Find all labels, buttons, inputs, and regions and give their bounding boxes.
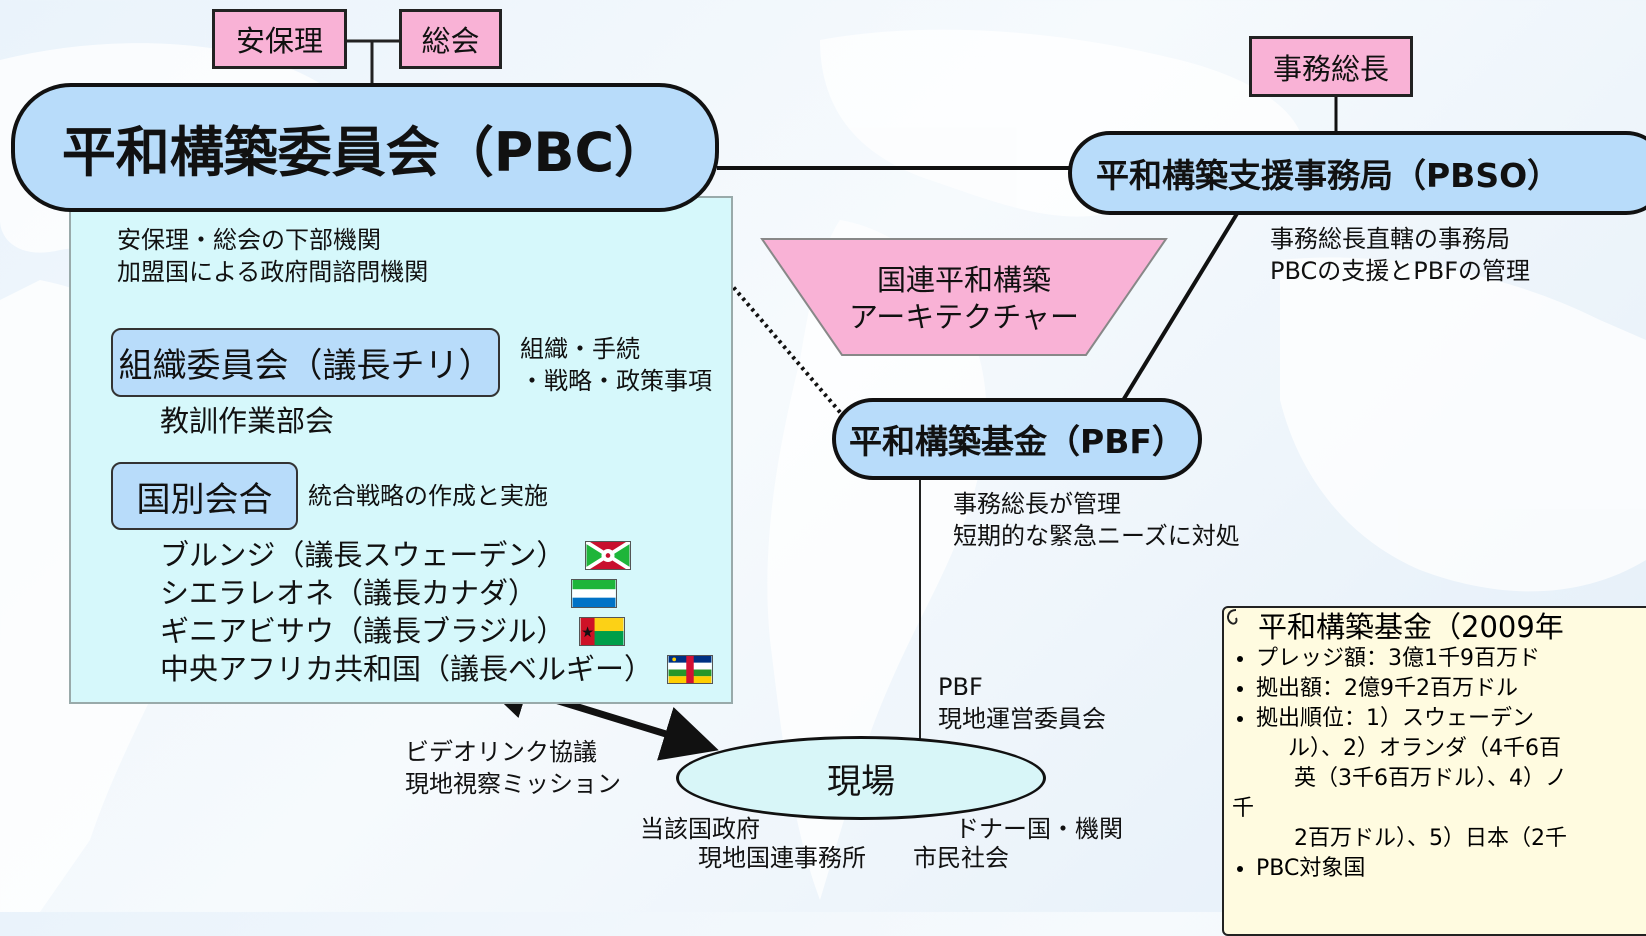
field-donors: ドナー国・機関 <box>955 815 1123 843</box>
fund-box-list-2: PBC対象国 <box>1224 854 1646 884</box>
architecture-line-2: アーキテクチャー <box>849 300 1079 334</box>
organizational-committee-box: 組織委員会（議長チリ） <box>111 328 500 397</box>
sierra-leone-flag-icon <box>571 578 618 608</box>
fund-box-cont: 2百万ドル）、5）日本（2千 <box>1294 826 1567 851</box>
country-label: 中央アフリカ共和国（議長ベルギー） <box>160 651 654 686</box>
fund-box-cont: 千 <box>1232 796 1255 821</box>
fund-box-item: PBC対象国 <box>1256 854 1646 884</box>
country-list: ブルンジ（議長スウェーデン） シエラレオネ（議長カナダ） ギニアビサウ（議長ブラ… <box>160 536 714 688</box>
country-item: 中央アフリカ共和国（議長ベルギー） <box>160 650 714 688</box>
pbf-description: 事務総長が管理 短期的な緊急ニーズに対処 <box>953 488 1240 552</box>
video-line-1: ビデオリンク協議 <box>405 738 597 766</box>
scroll-curl-icon <box>1227 609 1238 625</box>
security-council-box: 安保理 <box>212 9 347 69</box>
fund-box-title: 平和構築基金（2009年 <box>1258 610 1564 644</box>
country-label: シエラレオネ（議長カナダ） <box>160 575 538 610</box>
org-note-line-1: 組織・手続 <box>520 335 640 363</box>
fund-box-cont: 英（3千6百万ドル）、4）ノ <box>1294 766 1567 791</box>
country-meetings-box: 国別会合 <box>111 462 298 530</box>
country-label: ブルンジ（議長スウェーデン） <box>160 537 566 572</box>
architecture-line-1: 国連平和構築 <box>876 263 1051 297</box>
pbso-description: 事務総長直轄の事務局 PBCの支援とPBFの管理 <box>1270 223 1530 287</box>
field-civil-society: 市民社会 <box>913 844 1009 872</box>
guinea-bissau-flag-icon <box>579 616 626 646</box>
secretary-general-label: 事務総長 <box>1272 51 1389 86</box>
pbso-title: 平和構築支援事務局（PBSO） <box>1096 156 1561 195</box>
video-line-2: 現地視察ミッション <box>405 770 621 798</box>
architecture-trapezoid <box>760 238 1168 356</box>
country-item: ブルンジ（議長スウェーデン） <box>160 536 713 574</box>
lessons-learned-group: 教訓作業部会 <box>160 404 335 438</box>
field-ellipse: 現場 <box>676 736 1046 820</box>
pbc-title: 平和構築委員会（PBC） <box>61 121 669 184</box>
country-item: シエラレオネ（議長カナダ） <box>160 574 713 612</box>
secretary-general-box: 事務総長 <box>1249 36 1413 97</box>
field-un-office: 現地国連事務所 <box>698 844 866 872</box>
general-assembly-label: 総会 <box>421 24 480 58</box>
pbc-desc-line-2: 加盟国による政府間諮問機関 <box>117 258 429 286</box>
pbf-desc-line-1: 事務総長が管理 <box>953 490 1121 518</box>
pbf-local-committee: PBF 現地運営委員会 <box>938 671 1106 735</box>
video-link-text: ビデオリンク協議 現地視察ミッション <box>405 736 621 800</box>
country-meetings-note: 統合戦略の作成と実施 <box>308 482 548 510</box>
country-meetings-label: 国別会合 <box>136 479 273 520</box>
fund-box-item: プレッジ額：3億1千9百万ド <box>1256 644 1646 674</box>
architecture-label: 国連平和構築 アーキテクチャー <box>760 262 1168 336</box>
organizational-committee-label: 組織委員会（議長チリ） <box>118 346 493 386</box>
pbso-desc-line-2: PBCの支援とPBFの管理 <box>1270 257 1531 285</box>
fund-box-item: 拠出額：2億9千2百万ドル <box>1256 674 1646 704</box>
burundi-flag-icon <box>585 540 632 570</box>
field-government: 当該国政府 <box>640 815 760 843</box>
pbf-title: 平和構築基金（PBF） <box>849 422 1185 461</box>
pbf-desc-line-2: 短期的な緊急ニーズに対処 <box>953 522 1240 550</box>
fund-box-cont: ル）、2）オランダ（4千6百 <box>1288 736 1561 761</box>
pbso-pill: 平和構築支援事務局（PBSO） <box>1068 131 1646 215</box>
pbc-title-pill: 平和構築委員会（PBC） <box>11 83 719 212</box>
fund-info-box: 平和構築基金（2009年 プレッジ額：3億1千9百万ド 拠出額：2億9千2百万ド… <box>1222 606 1646 936</box>
country-label: ギニアビサウ（議長ブラジル） <box>160 613 566 648</box>
fund-box-list: プレッジ額：3億1千9百万ド 拠出額：2億9千2百万ドル 拠出順位：1）スウェー… <box>1224 644 1646 734</box>
security-council-label: 安保理 <box>235 24 323 58</box>
pbf-local-line-1: PBF <box>938 673 983 701</box>
org-note-line-2: ・戦略・政策事項 <box>520 367 712 395</box>
pbf-local-line-2: 現地運営委員会 <box>938 705 1106 733</box>
pbc-description: 安保理・総会の下部機関 加盟国による政府間諮問機関 <box>117 224 428 288</box>
country-item: ギニアビサウ（議長ブラジル） <box>160 612 713 650</box>
pbso-desc-line-1: 事務総長直轄の事務局 <box>1270 225 1510 253</box>
org-committee-note: 組織・手続 ・戦略・政策事項 <box>520 333 712 397</box>
fund-box-item: 拠出順位：1）スウェーデン <box>1256 704 1646 734</box>
pbc-desc-line-1: 安保理・総会の下部機関 <box>117 226 381 254</box>
field-title: 現場 <box>827 761 895 802</box>
general-assembly-box: 総会 <box>399 9 502 69</box>
central-african-republic-flag-icon <box>667 654 714 684</box>
pbf-pill: 平和構築基金（PBF） <box>832 398 1202 480</box>
